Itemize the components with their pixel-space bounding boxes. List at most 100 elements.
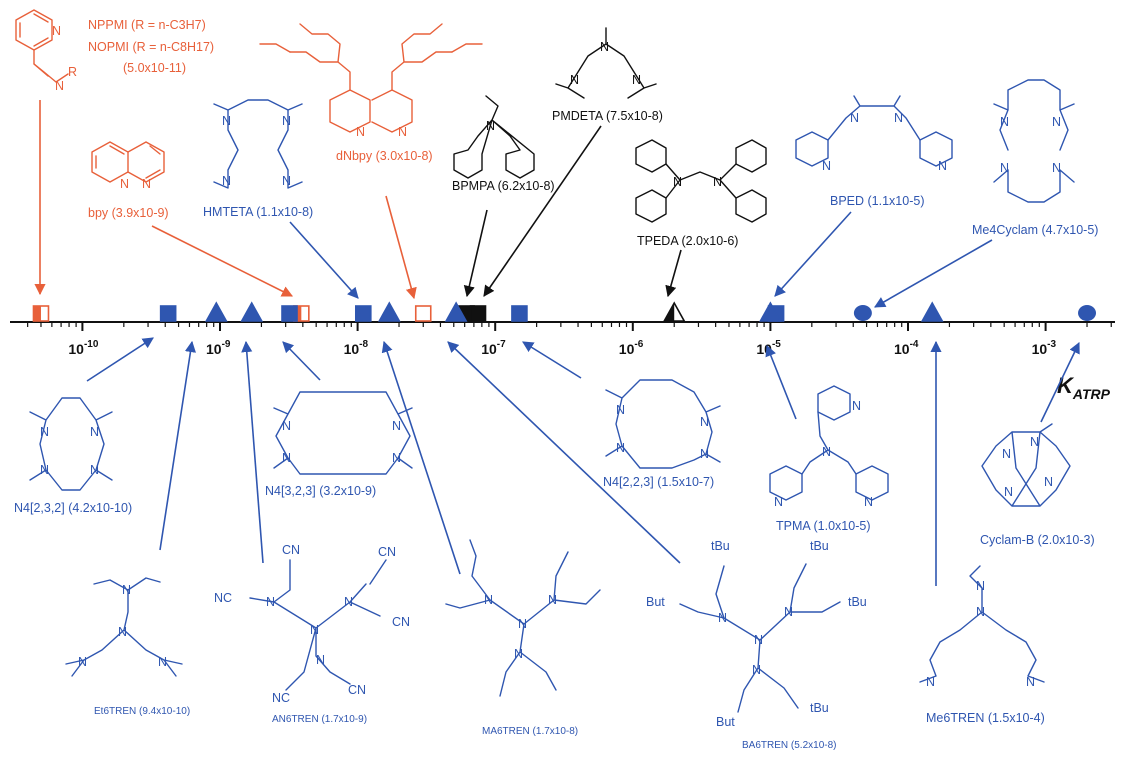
arrow-ba6tren (447, 341, 681, 564)
arrow-n4323 (282, 341, 321, 381)
label-n4223: N4[2,2,3] (1.5x10-7) (603, 475, 714, 489)
atom-label: N (158, 655, 167, 669)
marker-cyclamb (1078, 305, 1097, 321)
arrow-hmteta (289, 221, 359, 299)
atom-label: N (852, 399, 861, 413)
structure-tpeda: N N (635, 139, 767, 223)
atom-label: NC (272, 691, 290, 705)
structure-tpma: N N N N (769, 385, 889, 509)
atom-label: tBu (810, 701, 829, 715)
atom-label: N (282, 174, 291, 188)
atom-label: N (822, 445, 831, 459)
atom-label: N (356, 125, 365, 139)
atom-label: N (1002, 447, 1011, 461)
atom-label: N (222, 114, 231, 128)
atom-label: N (548, 593, 557, 607)
atom-label: N (1000, 115, 1009, 129)
arrow-tpma (765, 344, 797, 420)
atom-label: R (68, 65, 77, 79)
marker-dnbpy (414, 305, 432, 322)
atom-label: N (344, 595, 353, 609)
arrow-n4232 (86, 337, 154, 382)
atom-label: N (1052, 161, 1061, 175)
pointer-arrows (34, 100, 1080, 586)
atom-label: tBu (848, 595, 867, 609)
atom-label: N (570, 73, 579, 87)
atom-label: N (78, 655, 87, 669)
atom-label: CN (392, 615, 410, 629)
label-bpy: bpy (3.9x10-9) (88, 206, 169, 220)
atom-label: N (774, 495, 783, 509)
tick-label: 10-3 (1032, 339, 1057, 357)
structure-hmteta: N N N N (213, 99, 303, 189)
atom-label: N (1004, 485, 1013, 499)
marker-tpeda (662, 301, 686, 322)
atom-label: N (266, 595, 275, 609)
structure-n4223: N N N N (605, 379, 721, 469)
label-ma6tren: MA6TREN (1.7x10-8) (482, 726, 578, 737)
label-et6tren: Et6TREN (9.4x10-10) (94, 706, 190, 717)
atom-label: N (718, 611, 727, 625)
arrow-et6tren (159, 340, 197, 551)
label-cyclamb: Cyclam-B (2.0x10-3) (980, 533, 1095, 547)
atom-label: N (822, 159, 831, 173)
atom-label: N (700, 447, 709, 461)
structure-npmi: N N R (15, 9, 77, 93)
arrow-pmdeta (483, 125, 602, 297)
atom-label: N (894, 111, 903, 125)
structure-me4cyclam: N N N N (993, 79, 1075, 203)
arrow-me4cyclam (874, 239, 993, 308)
structure-n4323: N N N N (273, 391, 413, 475)
atom-label: N (864, 495, 873, 509)
tick-label: 10-6 (619, 339, 644, 357)
atom-label: N (784, 605, 793, 619)
atom-label: N (600, 40, 609, 54)
structure-dnbpy: N N (259, 23, 483, 139)
tick-label: 10-9 (206, 339, 231, 357)
atom-label: N (55, 79, 64, 93)
marker-hmteta (354, 305, 372, 322)
tick-label: 10-4 (894, 339, 919, 357)
arrow-ma6tren (381, 340, 461, 575)
atom-label: N (392, 419, 401, 433)
marker-tpma (759, 301, 782, 322)
atom-label: N (752, 663, 761, 677)
atom-label: But (716, 715, 735, 729)
atom-label: N (392, 451, 401, 465)
marker-n4323 (281, 305, 298, 322)
label-npmi-line2: NOPMI (R = n-C8H17) (88, 40, 214, 54)
atom-label: N (282, 114, 291, 128)
label-npmi-value: (5.0x10-11) (123, 61, 186, 75)
k-value-markers (32, 301, 1097, 322)
structure-ba6tren: tBu tBu But tBu But tBu N N N N (646, 539, 867, 729)
arrow-dnbpy (385, 195, 417, 300)
atom-label: N (282, 451, 291, 465)
structure-pmdeta: N N N (555, 27, 657, 99)
atom-label: N (90, 425, 99, 439)
label-me4cyclam: Me4Cyclam (4.7x10-5) (972, 223, 1098, 237)
marker-n4232 (159, 305, 177, 322)
structure-ma6tren: N N N N (445, 539, 601, 697)
label-dnbpy: dNbpy (3.0x10-8) (336, 149, 433, 163)
atom-label: N (142, 177, 151, 191)
atom-label: N (616, 441, 625, 455)
atom-label: N (310, 623, 319, 637)
atom-label: CN (378, 545, 396, 559)
arrow-an6tren (241, 340, 264, 564)
atom-label: N (713, 175, 722, 189)
atom-label: NC (214, 591, 232, 605)
atom-label: CN (282, 543, 300, 557)
arrow-tpeda (665, 249, 682, 298)
axis-minor-ticks (27, 322, 1112, 331)
structure-an6tren: NC CN CN CN NC CN N N N N (214, 543, 410, 705)
marker-me4cyclam (853, 305, 872, 321)
structure-et6tren: N N N N (65, 577, 183, 677)
atom-label: tBu (711, 539, 730, 553)
atom-label: N (1000, 161, 1009, 175)
marker-ba6tren (444, 301, 468, 322)
label-n4232: N4[2,3,2] (4.2x10-10) (14, 501, 132, 515)
atom-label: N (222, 174, 231, 188)
atom-label: N (52, 24, 61, 38)
